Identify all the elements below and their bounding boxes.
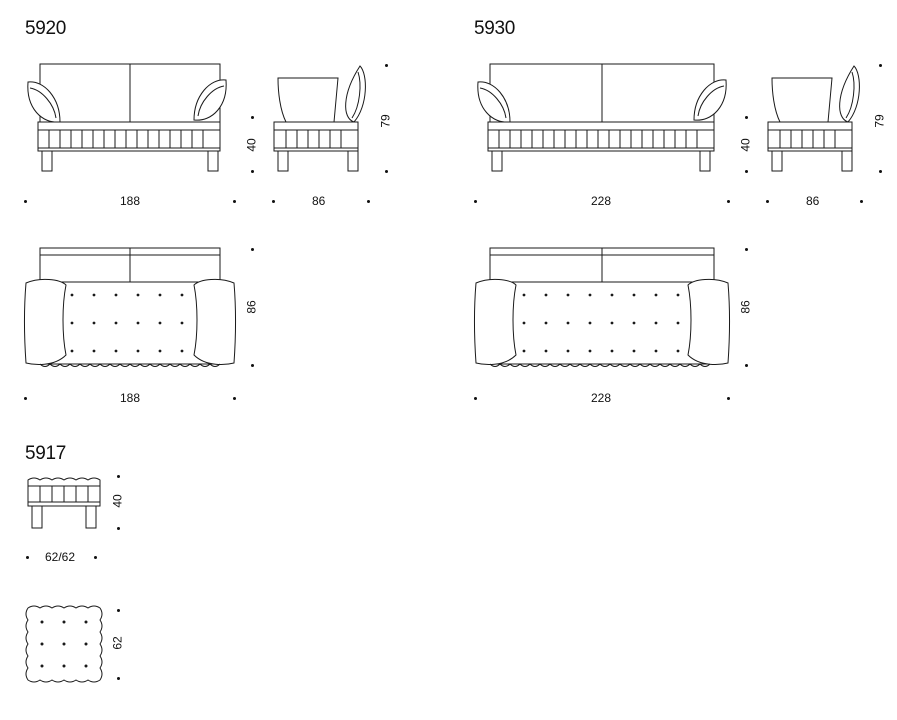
- dim-side-depth-5920: 86: [312, 194, 326, 208]
- dim-marker: [117, 677, 120, 680]
- dim-marker: [24, 200, 27, 203]
- dim-marker: [367, 200, 370, 203]
- dim-marker: [251, 170, 254, 173]
- dim-plan-depth-5930: 86: [738, 300, 753, 314]
- model-label-5930: 5930: [474, 18, 516, 39]
- dim-front-width-5917: 62/62: [45, 550, 76, 564]
- dim-marker: [251, 248, 254, 251]
- dim-marker: [879, 170, 882, 173]
- dim-marker: [474, 200, 477, 203]
- dim-marker: [251, 364, 254, 367]
- dim-plan-depth-5920: 86: [244, 300, 259, 314]
- dim-marker: [24, 397, 27, 400]
- dim-marker: [117, 527, 120, 530]
- pouf-plan-view-icon: [24, 604, 104, 684]
- dim-marker: [26, 556, 29, 559]
- dim-marker: [745, 116, 748, 119]
- dim-marker: [233, 397, 236, 400]
- dim-marker: [879, 64, 882, 67]
- dim-marker: [745, 170, 748, 173]
- dim-marker: [474, 397, 477, 400]
- sofa-side-view-icon: [766, 60, 866, 175]
- tufting-buttons: [70, 293, 184, 353]
- model-label-5917: 5917: [25, 443, 67, 464]
- dim-marker: [117, 609, 120, 612]
- dim-marker: [251, 116, 254, 119]
- sofa-front-view-icon: [22, 60, 232, 175]
- dim-front-width-5920: 188: [120, 194, 141, 208]
- dim-marker: [385, 64, 388, 67]
- dim-plan-depth-5917: 62: [110, 636, 125, 650]
- model-label-5920: 5920: [25, 18, 67, 39]
- dim-marker: [727, 397, 730, 400]
- dim-marker: [766, 200, 769, 203]
- dim-marker: [117, 475, 120, 478]
- dim-front-width-5930: 228: [591, 194, 612, 208]
- dim-marker: [385, 170, 388, 173]
- dim-seat-height-5920: 40: [244, 138, 259, 152]
- sofa-side-view-icon: [272, 60, 372, 175]
- dim-side-depth-5930: 86: [806, 194, 820, 208]
- dim-back-height-5930: 79: [872, 114, 887, 128]
- dim-marker: [727, 200, 730, 203]
- sofa-plan-view-icon: [472, 245, 734, 375]
- dim-seat-height-5930: 40: [738, 138, 753, 152]
- dim-marker: [745, 248, 748, 251]
- dim-marker: [745, 364, 748, 367]
- sofa-plan-view-icon: [22, 245, 240, 375]
- dim-seat-height-5917: 40: [110, 494, 125, 508]
- dim-plan-width-5930: 228: [591, 391, 612, 405]
- dim-marker: [272, 200, 275, 203]
- dim-marker: [233, 200, 236, 203]
- dim-plan-width-5920: 188: [120, 391, 141, 405]
- pouf-front-view-icon: [24, 474, 104, 534]
- dim-marker: [94, 556, 97, 559]
- dim-marker: [860, 200, 863, 203]
- quilt-lines: [49, 130, 203, 148]
- sofa-front-view-icon: [472, 60, 732, 175]
- dim-back-height-5920: 79: [378, 114, 393, 128]
